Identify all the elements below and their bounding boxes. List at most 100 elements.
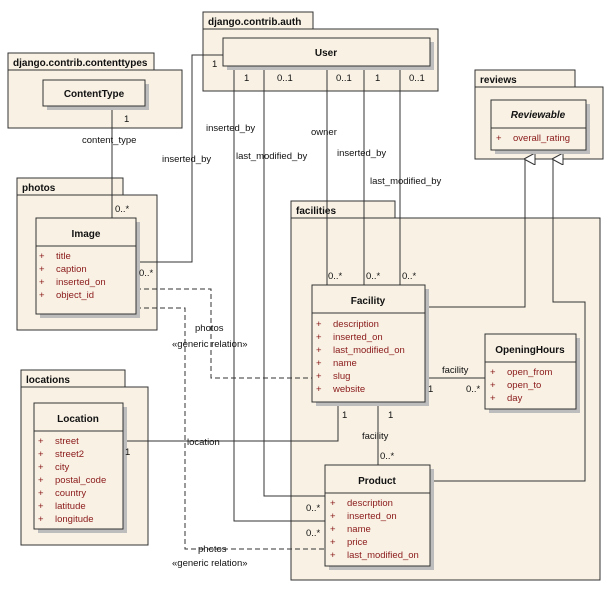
attr-marker: + — [330, 550, 336, 561]
user-product-inserted-by-line[interactable] — [233, 67, 325, 522]
mult-user-product-inserted: 1 — [244, 73, 249, 84]
attr-marker: + — [490, 380, 496, 391]
class-facility[interactable]: Facility + description + inserted_on + l… — [311, 284, 429, 406]
label-owner: owner — [311, 127, 337, 138]
label-last-modified-by-facility: last_modified_by — [370, 176, 442, 187]
attr-marker: + — [38, 501, 44, 512]
label-facility-openinghours: facility — [442, 365, 469, 376]
class-facility-attr: website — [332, 384, 365, 395]
class-facility-attributes: + description + inserted_on + last_modif… — [316, 319, 405, 395]
attr-marker: + — [330, 537, 336, 548]
label-photos-facility: photos — [195, 323, 224, 334]
class-reviewable[interactable]: Reviewable + overall_rating — [490, 99, 590, 154]
package-contenttypes-title: django.contrib.contenttypes — [13, 58, 148, 69]
label-photos-product: photos — [198, 544, 227, 555]
class-location[interactable]: Location + street + street2 + city + pos… — [33, 402, 127, 533]
mult-facility-inserted: 0..* — [366, 271, 381, 282]
mult-product-modified: 0..* — [306, 503, 321, 514]
class-contenttype-name: ContentType — [64, 89, 125, 100]
attr-marker: + — [39, 264, 45, 275]
attr-marker: + — [490, 393, 496, 404]
image-facility-generic-relation[interactable] — [136, 288, 312, 379]
attr-marker: + — [39, 251, 45, 262]
label-facility-product: facility — [362, 431, 389, 442]
class-product-attr: description — [347, 498, 393, 509]
mult-user-facility-owner: 0..1 — [336, 73, 352, 84]
connector-labels: 1 1 0..1 0..1 1 0..1 inserted_by owner i… — [82, 59, 481, 569]
attr-marker: + — [316, 319, 322, 330]
class-user-name: User — [315, 48, 337, 59]
class-image[interactable]: Image + title + caption + inserted_on + … — [35, 217, 140, 318]
class-image-name: Image — [72, 229, 101, 240]
class-image-attr: inserted_on — [56, 277, 106, 288]
mult-facility-owner: 0..* — [328, 271, 343, 282]
attr-marker: + — [316, 358, 322, 369]
class-product-attr: inserted_on — [347, 511, 397, 522]
image-user-inserted-by-line[interactable] — [136, 54, 223, 263]
package-photos-title: photos — [22, 183, 56, 194]
package-auth-title: django.contrib.auth — [208, 17, 301, 28]
attr-marker: + — [39, 290, 45, 301]
mult-facility-openinghours: 1 — [428, 384, 433, 395]
class-facility-name: Facility — [351, 296, 386, 307]
attr-marker: + — [38, 449, 44, 460]
mult-user-facility-modified: 0..1 — [409, 73, 425, 84]
label-content-type: content_type — [82, 135, 136, 146]
class-location-name: Location — [57, 414, 99, 425]
attr-marker: + — [330, 524, 336, 535]
class-openinghours[interactable]: OpeningHours + open_from + open_to + day — [484, 333, 580, 413]
mult-facility-product: 1 — [388, 410, 393, 421]
label-inserted-by-image: inserted_by — [162, 154, 211, 165]
facility-reviewable-generalization[interactable] — [425, 159, 525, 308]
attr-marker: + — [316, 384, 322, 395]
class-reviewable-attr: overall_rating — [513, 133, 570, 144]
class-product-attr: name — [347, 524, 371, 535]
class-location-attr: city — [55, 462, 70, 473]
mult-product-inserted: 0..* — [306, 528, 321, 539]
class-image-attr: object_id — [56, 290, 94, 301]
class-user[interactable]: User — [222, 37, 434, 70]
user-product-last-modified-by-line[interactable] — [263, 67, 325, 497]
class-product-name: Product — [358, 476, 396, 487]
product-reviewable-generalization[interactable] — [430, 159, 586, 482]
location-facility-line[interactable] — [123, 402, 339, 442]
mult-facility-modified: 0..* — [402, 271, 417, 282]
class-openinghours-attr: day — [507, 393, 523, 404]
label-generic-relation-facility: «generic relation» — [172, 339, 248, 350]
class-facility-attr: description — [333, 319, 379, 330]
image-product-generic-relation[interactable] — [136, 307, 325, 550]
package-locations-title: locations — [26, 375, 70, 386]
mult-openinghours: 0..* — [466, 384, 481, 395]
class-location-attr: country — [55, 488, 86, 499]
class-location-attr: latitude — [55, 501, 86, 512]
class-location-attr: postal_code — [55, 475, 106, 486]
package-facilities-title: facilities — [296, 206, 336, 217]
attr-marker: + — [38, 436, 44, 447]
class-facility-attr: slug — [333, 371, 350, 382]
attr-marker: + — [38, 475, 44, 486]
class-location-attr: street — [55, 436, 79, 447]
class-facility-attr: inserted_on — [333, 332, 383, 343]
class-image-attributes: + title + caption + inserted_on + object… — [39, 251, 106, 301]
class-openinghours-attr: open_to — [507, 380, 541, 391]
label-inserted-by-product: inserted_by — [206, 123, 255, 134]
mult-facility-location: 1 — [342, 410, 347, 421]
class-product-attributes: + description + inserted_on + name + pri… — [330, 498, 419, 561]
class-product-attr: price — [347, 537, 368, 548]
class-product[interactable]: Product + description + inserted_on + na… — [324, 464, 434, 570]
attr-marker: + — [316, 332, 322, 343]
mult-user-product-modified: 0..1 — [277, 73, 293, 84]
mult-user-facility-inserted: 1 — [375, 73, 380, 84]
mult-user-image: 1 — [212, 59, 217, 70]
class-contenttype[interactable]: ContentType — [42, 79, 149, 110]
class-location-attr: longitude — [55, 514, 94, 525]
label-last-modified-by-product: last_modified_by — [236, 151, 308, 162]
package-reviews-title: reviews — [480, 75, 517, 86]
attr-marker: + — [316, 345, 322, 356]
label-location: location — [187, 437, 220, 448]
attr-marker: + — [330, 498, 336, 509]
label-generic-relation-product: «generic relation» — [172, 558, 248, 569]
mult-location: 1 — [125, 447, 130, 458]
mult-product-facility: 0..* — [380, 451, 395, 462]
attr-marker: + — [316, 371, 322, 382]
